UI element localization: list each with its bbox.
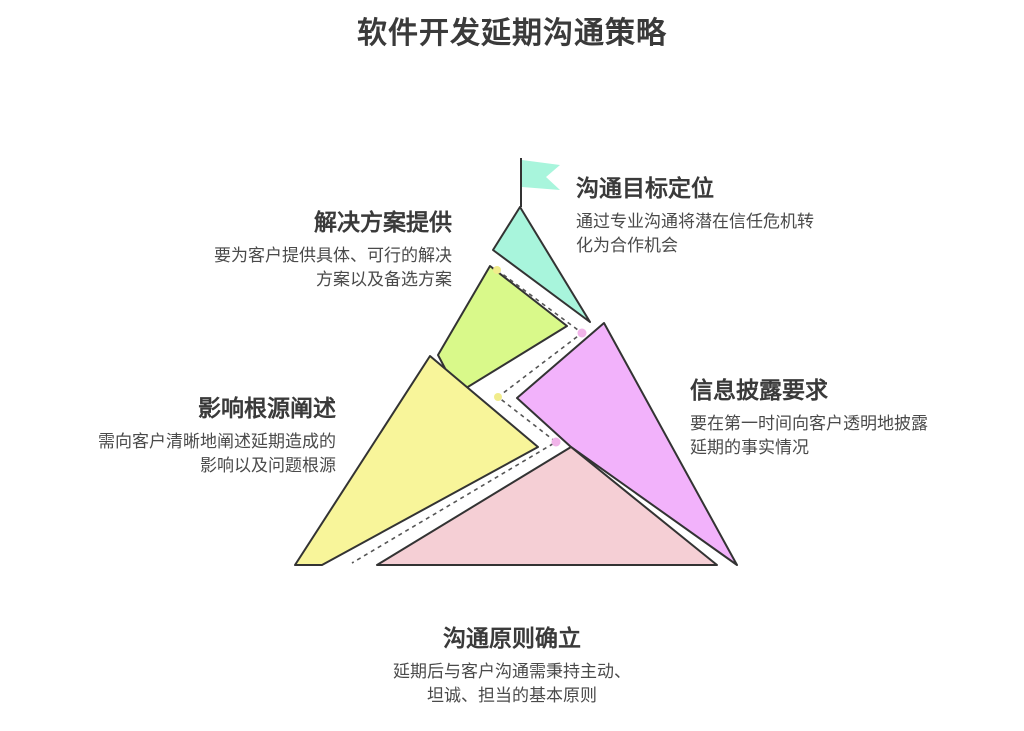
piece-impact (294, 355, 539, 566)
section-solution: 解决方案提供 要为客户提供具体、可行的解决 方案以及备选方案 (130, 208, 452, 292)
description-line: 要为客户提供具体、可行的解决 (214, 246, 452, 266)
description-line: 坦诚、担当的基本原则 (427, 686, 597, 706)
description-line: 需向客户清晰地阐述延期造成的 (98, 432, 336, 452)
section-heading: 沟通目标定位 (576, 176, 714, 202)
section-heading: 影响根源阐述 (198, 396, 336, 422)
piece-principle (376, 446, 718, 566)
section-disclose: 信息披露要求 要在第一时间向客户透明地披露 延期的事实情况 (690, 376, 1000, 460)
path-dot (577, 328, 587, 338)
section-heading: 沟通原则确立 (443, 626, 581, 652)
section-description: 要在第一时间向客户透明地披露 延期的事实情况 (690, 412, 1000, 460)
section-impact: 影响根源阐述 需向客户清晰地阐述延期造成的 影响以及问题根源 (30, 394, 336, 478)
path-dot (494, 393, 502, 401)
section-goal: 沟通目标定位 通过专业沟通将潜在信任危机转 化为合作机会 (576, 174, 896, 258)
section-description: 要为客户提供具体、可行的解决 方案以及备选方案 (130, 244, 452, 292)
section-description: 通过专业沟通将潜在信任危机转 化为合作机会 (576, 210, 896, 258)
description-line: 影响以及问题根源 (200, 456, 336, 476)
description-line: 要在第一时间向客户透明地披露 (690, 414, 928, 434)
description-line: 延期后与客户沟通需秉持主动、 (393, 662, 631, 682)
path-dot (551, 437, 561, 447)
path-dot (493, 266, 501, 274)
section-description: 需向客户清晰地阐述延期造成的 影响以及问题根源 (30, 430, 336, 478)
piece-goal (492, 206, 591, 323)
diagram-title: 软件开发延期沟通策略 (357, 16, 667, 51)
flag-icon (520, 158, 560, 207)
section-heading: 解决方案提供 (314, 210, 452, 236)
description-line: 方案以及备选方案 (316, 270, 452, 290)
description-line: 通过专业沟通将潜在信任危机转 (576, 212, 814, 232)
description-line: 化为合作机会 (576, 236, 678, 256)
section-principle: 沟通原则确立 延期后与客户沟通需秉持主动、 坦诚、担当的基本原则 (362, 624, 662, 708)
section-heading: 信息披露要求 (690, 378, 828, 404)
description-line: 延期的事实情况 (690, 438, 809, 458)
section-description: 延期后与客户沟通需秉持主动、 坦诚、担当的基本原则 (362, 660, 662, 708)
